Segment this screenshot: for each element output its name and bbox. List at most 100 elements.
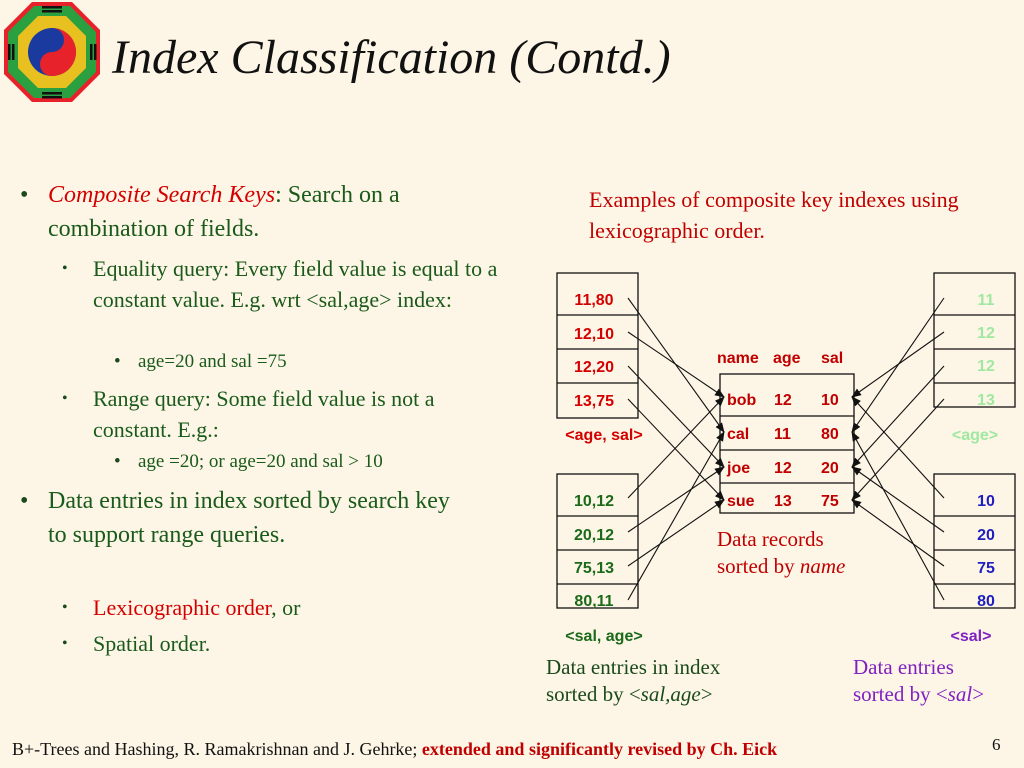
bullet-marker: • [62, 599, 68, 616]
record-cell: cal [727, 426, 749, 443]
bullet-composite-search-keys: • Composite Search Keys: Search on a com… [20, 178, 490, 246]
age-entry: 13 [977, 392, 995, 409]
bullet-marker: • [62, 635, 68, 652]
index-caption-key: sal,age [640, 682, 701, 706]
records-caption-line1: Data records [717, 527, 824, 551]
data-records-table: name age sal bob 12 10 cal 11 80 joe 12 … [717, 350, 855, 514]
range-query-text: Range query: Some field value is not a c… [93, 386, 435, 442]
pointer-arrow [627, 431, 725, 601]
bagua-logo [2, 0, 102, 104]
composite-search-keys-term: Composite Search Keys [48, 182, 276, 208]
record-cell: 10 [821, 392, 839, 409]
record-cell: 80 [821, 426, 839, 443]
pointer-arrow [851, 396, 945, 499]
record-cell: joe [726, 460, 750, 477]
pointer-arrow [627, 365, 725, 468]
age-sal-entry: 12,10 [574, 326, 614, 343]
footer: B+-Trees and Hashing, R. Ramakrishnan an… [12, 739, 777, 760]
bullet-marker: • [20, 182, 29, 208]
record-cell: bob [727, 392, 757, 409]
index-caption: Data entries in index sorted by <sal,age… [546, 654, 806, 708]
range-example-text: age =20; or age=20 and sal > 10 [138, 451, 383, 472]
page-title: Index Classification (Contd.) [112, 31, 671, 84]
sal-age-entry: 75,13 [574, 560, 614, 577]
sal-caption-end: > [972, 682, 985, 706]
sal-entry: 75 [977, 560, 995, 577]
sal-age-entry: 80,11 [574, 593, 613, 610]
sal-index-box: 10 20 75 80 [933, 473, 1016, 610]
footer-emphasis: extended and significantly revised by Ch… [421, 739, 778, 759]
sal-caption-line2: sorted by < [853, 682, 948, 706]
data-entries-sorted-text: Data entries in index sorted by search k… [48, 488, 450, 548]
sal-caption-line1: Data entries [853, 655, 954, 679]
bullet-marker: • [114, 451, 121, 472]
pointer-arrow [851, 398, 945, 501]
equality-query-text: Equality query: Every field value is equ… [93, 256, 498, 312]
pointer-arrow [851, 365, 945, 468]
sal-label: <sal> [951, 628, 992, 645]
index-caption-end: > [700, 682, 713, 706]
pointer-arrow [627, 396, 725, 499]
sal-caption: Data entries sorted by <sal> [853, 654, 1023, 708]
sal-age-index-box: 10,12 20,12 75,13 80,11 [556, 473, 639, 610]
bullet-marker: • [114, 351, 121, 372]
pointer-arrow [627, 499, 725, 567]
age-sal-entry: 13,75 [574, 393, 614, 410]
record-header-name: name [717, 350, 759, 367]
bullet-equality-example: • age=20 and sal =75 [114, 349, 494, 375]
record-cell: 20 [821, 460, 839, 477]
footer-text: B+-Trees and Hashing, R. Ramakrishnan an… [12, 739, 422, 759]
sal-entry: 80 [977, 593, 995, 610]
age-entry: 12 [977, 358, 995, 375]
record-cell: 12 [774, 460, 792, 477]
records-caption-line2: sorted by [717, 554, 800, 578]
pointer-arrow [627, 466, 725, 533]
sal-age-entry: 10,12 [574, 493, 614, 510]
age-sal-entry: 11,80 [574, 292, 613, 309]
bullet-range-example: • age =20; or age=20 and sal > 10 [114, 449, 494, 475]
record-header-sal: sal [821, 350, 843, 367]
spatial-order-text: Spatial order. [93, 631, 211, 656]
pointer-arrow [851, 499, 945, 567]
equality-example-text: age=20 and sal =75 [138, 351, 287, 372]
bullet-marker: • [20, 488, 29, 514]
sal-caption-key: sal [947, 682, 973, 706]
record-cell: 75 [821, 493, 839, 510]
composite-search-keys-text: : Search on a combination of fields. [48, 182, 400, 242]
index-caption-line2: sorted by < [546, 682, 641, 706]
bullet-marker: • [62, 390, 68, 407]
record-cell: 13 [774, 493, 792, 510]
bullet-data-entries-sorted: • Data entries in index sorted by search… [20, 484, 450, 552]
lexicographic-order-rest: , or [271, 595, 301, 620]
bullet-marker: • [62, 260, 68, 277]
record-cell: sue [727, 493, 755, 510]
age-sal-index-box: 11,80 12,10 12,20 13,75 [556, 272, 639, 419]
records-caption-key: name [799, 554, 846, 578]
age-index-box: 11 12 12 13 [933, 272, 1016, 409]
pointer-arrow [851, 431, 945, 601]
pointer-arrow [627, 398, 725, 501]
sal-entry: 20 [977, 527, 995, 544]
sal-age-entry: 20,12 [574, 527, 614, 544]
diagram-caption: Examples of composite key indexes using … [589, 187, 959, 243]
lexicographic-order-term: Lexicographic order [93, 595, 272, 620]
record-cell: 12 [774, 392, 792, 409]
sal-age-label: <sal, age> [565, 628, 642, 645]
age-sal-entry: 12,20 [574, 359, 614, 376]
bullet-spatial-order: • Spatial order. [62, 628, 502, 659]
age-label: <age> [952, 427, 998, 444]
pointer-arrow [851, 466, 945, 533]
sal-entry: 10 [977, 493, 995, 510]
bullet-lexicographic-order: • Lexicographic order, or [62, 592, 502, 623]
record-cell: 11 [774, 426, 791, 443]
pointer-arrows [627, 297, 945, 601]
bullet-equality-query: • Equality query: Every field value is e… [62, 253, 502, 315]
pointer-arrow [627, 331, 725, 398]
index-caption-line1: Data entries in index [546, 655, 721, 679]
age-entry: 12 [977, 325, 995, 342]
records-caption: Data records sorted by name [717, 526, 897, 580]
record-header-age: age [773, 350, 801, 367]
age-sal-label: <age, sal> [565, 427, 642, 444]
age-entry: 11 [978, 292, 995, 309]
